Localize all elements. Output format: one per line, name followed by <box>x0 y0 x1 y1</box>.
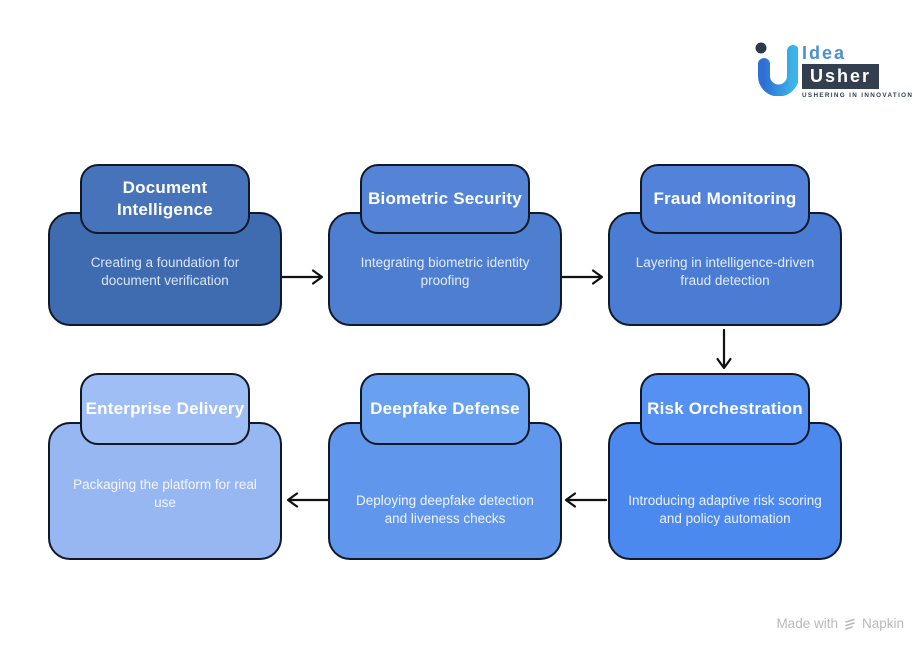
flow-box-fraud-monitoring: Fraud Monitoring Layering in intelligenc… <box>608 164 842 326</box>
flow-box-description: Creating a foundation for document verif… <box>90 254 240 288</box>
flow-box-title-tab: Deepfake Defense <box>360 373 530 445</box>
arrow-left-deepfake-to-enterprise-icon <box>281 491 329 509</box>
flow-box-title: Document Intelligence <box>117 177 213 219</box>
logo-brand-bottom: Usher <box>802 64 880 89</box>
flow-box-title: Deepfake Defense <box>370 398 520 418</box>
flow-box-description: Introducing adaptive risk scoring and po… <box>628 492 822 526</box>
flow-box-body: Deploying deepfake detection and livenes… <box>328 422 562 560</box>
flow-box-title: Fraud Monitoring <box>653 188 797 208</box>
flow-box-title: Enterprise Delivery <box>85 398 245 418</box>
flow-box-description: Layering in intelligence-driven fraud de… <box>635 254 815 288</box>
logo-tagline: USHERING IN INNOVATION <box>802 92 914 99</box>
arrow-down-fraud-to-risk-icon <box>715 329 733 375</box>
arrow-right-biometric-to-fraud-icon <box>561 268 609 286</box>
flow-box-title-tab: Fraud Monitoring <box>640 164 810 234</box>
flow-box-document-intelligence: Document Intelligence Creating a foundat… <box>48 164 282 326</box>
napkin-brand-label: Napkin <box>861 616 904 631</box>
arrow-right-doc-to-biometric-icon <box>281 268 329 286</box>
flow-box-description: Deploying deepfake detection and livenes… <box>356 492 534 526</box>
flow-box-title: Risk Orchestration <box>647 398 803 418</box>
flow-box-enterprise-delivery: Enterprise Delivery Packaging the platfo… <box>48 373 282 560</box>
made-with-label: Made with <box>776 616 838 631</box>
flow-box-description: Packaging the platform for real use <box>73 476 257 510</box>
flow-box-description: Integrating biometric identity proofing <box>360 254 530 288</box>
idea-usher-u-mark-icon <box>755 42 798 96</box>
flow-box-body: Packaging the platform for real use <box>48 422 282 560</box>
made-with-napkin-credit: Made with Napkin <box>776 616 904 631</box>
flow-box-deepfake-defense: Deepfake Defense Deploying deepfake dete… <box>328 373 562 560</box>
idea-usher-logo: Idea Usher USHERING IN INNOVATION <box>752 38 913 99</box>
napkin-logo-icon <box>845 618 855 630</box>
logo-brand-top: Idea <box>802 43 847 63</box>
flow-box-biometric-security: Biometric Security Integrating biometric… <box>328 164 562 326</box>
flow-box-title: Biometric Security <box>368 188 522 208</box>
flow-box-title-tab: Document Intelligence <box>80 164 250 234</box>
flow-box-risk-orchestration: Risk Orchestration Introducing adaptive … <box>608 373 842 560</box>
flow-box-title-tab: Biometric Security <box>360 164 530 234</box>
flow-box-title-tab: Risk Orchestration <box>640 373 810 445</box>
flow-box-title-tab: Enterprise Delivery <box>80 373 250 445</box>
arrow-left-risk-to-deepfake-icon <box>559 491 607 509</box>
